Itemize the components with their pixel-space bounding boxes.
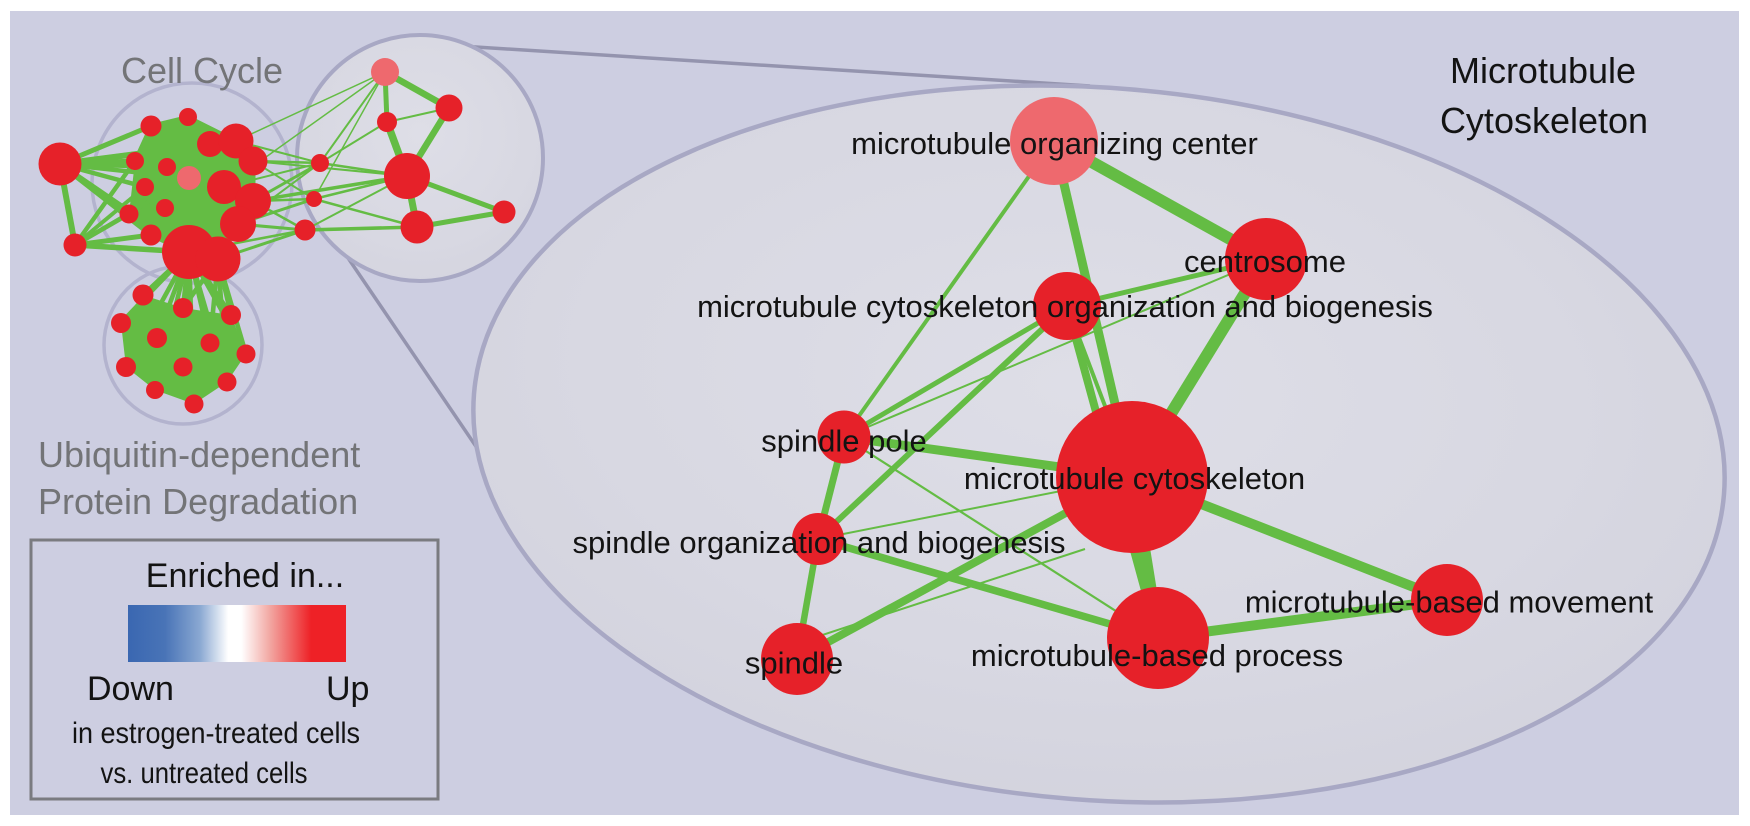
svg-text:vs. untreated cells: vs. untreated cells (101, 757, 308, 790)
svg-text:Protein Degradation: Protein Degradation (38, 481, 358, 522)
svg-text:Cell Cycle: Cell Cycle (121, 50, 283, 91)
svg-text:centrosome: centrosome (1184, 244, 1346, 279)
svg-text:microtubule-based process: microtubule-based process (971, 638, 1343, 673)
svg-text:Microtubule: Microtubule (1450, 50, 1636, 91)
svg-text:Up: Up (326, 670, 369, 708)
svg-text:Cytoskeleton: Cytoskeleton (1440, 100, 1648, 141)
svg-text:microtubule organizing center: microtubule organizing center (851, 126, 1258, 161)
svg-text:microtubule cytoskeleton organ: microtubule cytoskeleton organization an… (697, 289, 1433, 324)
svg-text:Ubiquitin-dependent: Ubiquitin-dependent (38, 434, 360, 475)
svg-text:microtubule cytoskeleton: microtubule cytoskeleton (964, 461, 1305, 496)
svg-text:Down: Down (87, 670, 174, 708)
svg-text:in estrogen-treated cells: in estrogen-treated cells (72, 717, 360, 750)
svg-text:Enriched in...: Enriched in... (146, 557, 344, 595)
svg-text:spindle pole: spindle pole (761, 424, 926, 459)
svg-text:microtubule-based movement: microtubule-based movement (1245, 585, 1654, 620)
svg-text:spindle: spindle (745, 646, 843, 681)
svg-text:spindle organization and bioge: spindle organization and biogenesis (573, 525, 1066, 560)
